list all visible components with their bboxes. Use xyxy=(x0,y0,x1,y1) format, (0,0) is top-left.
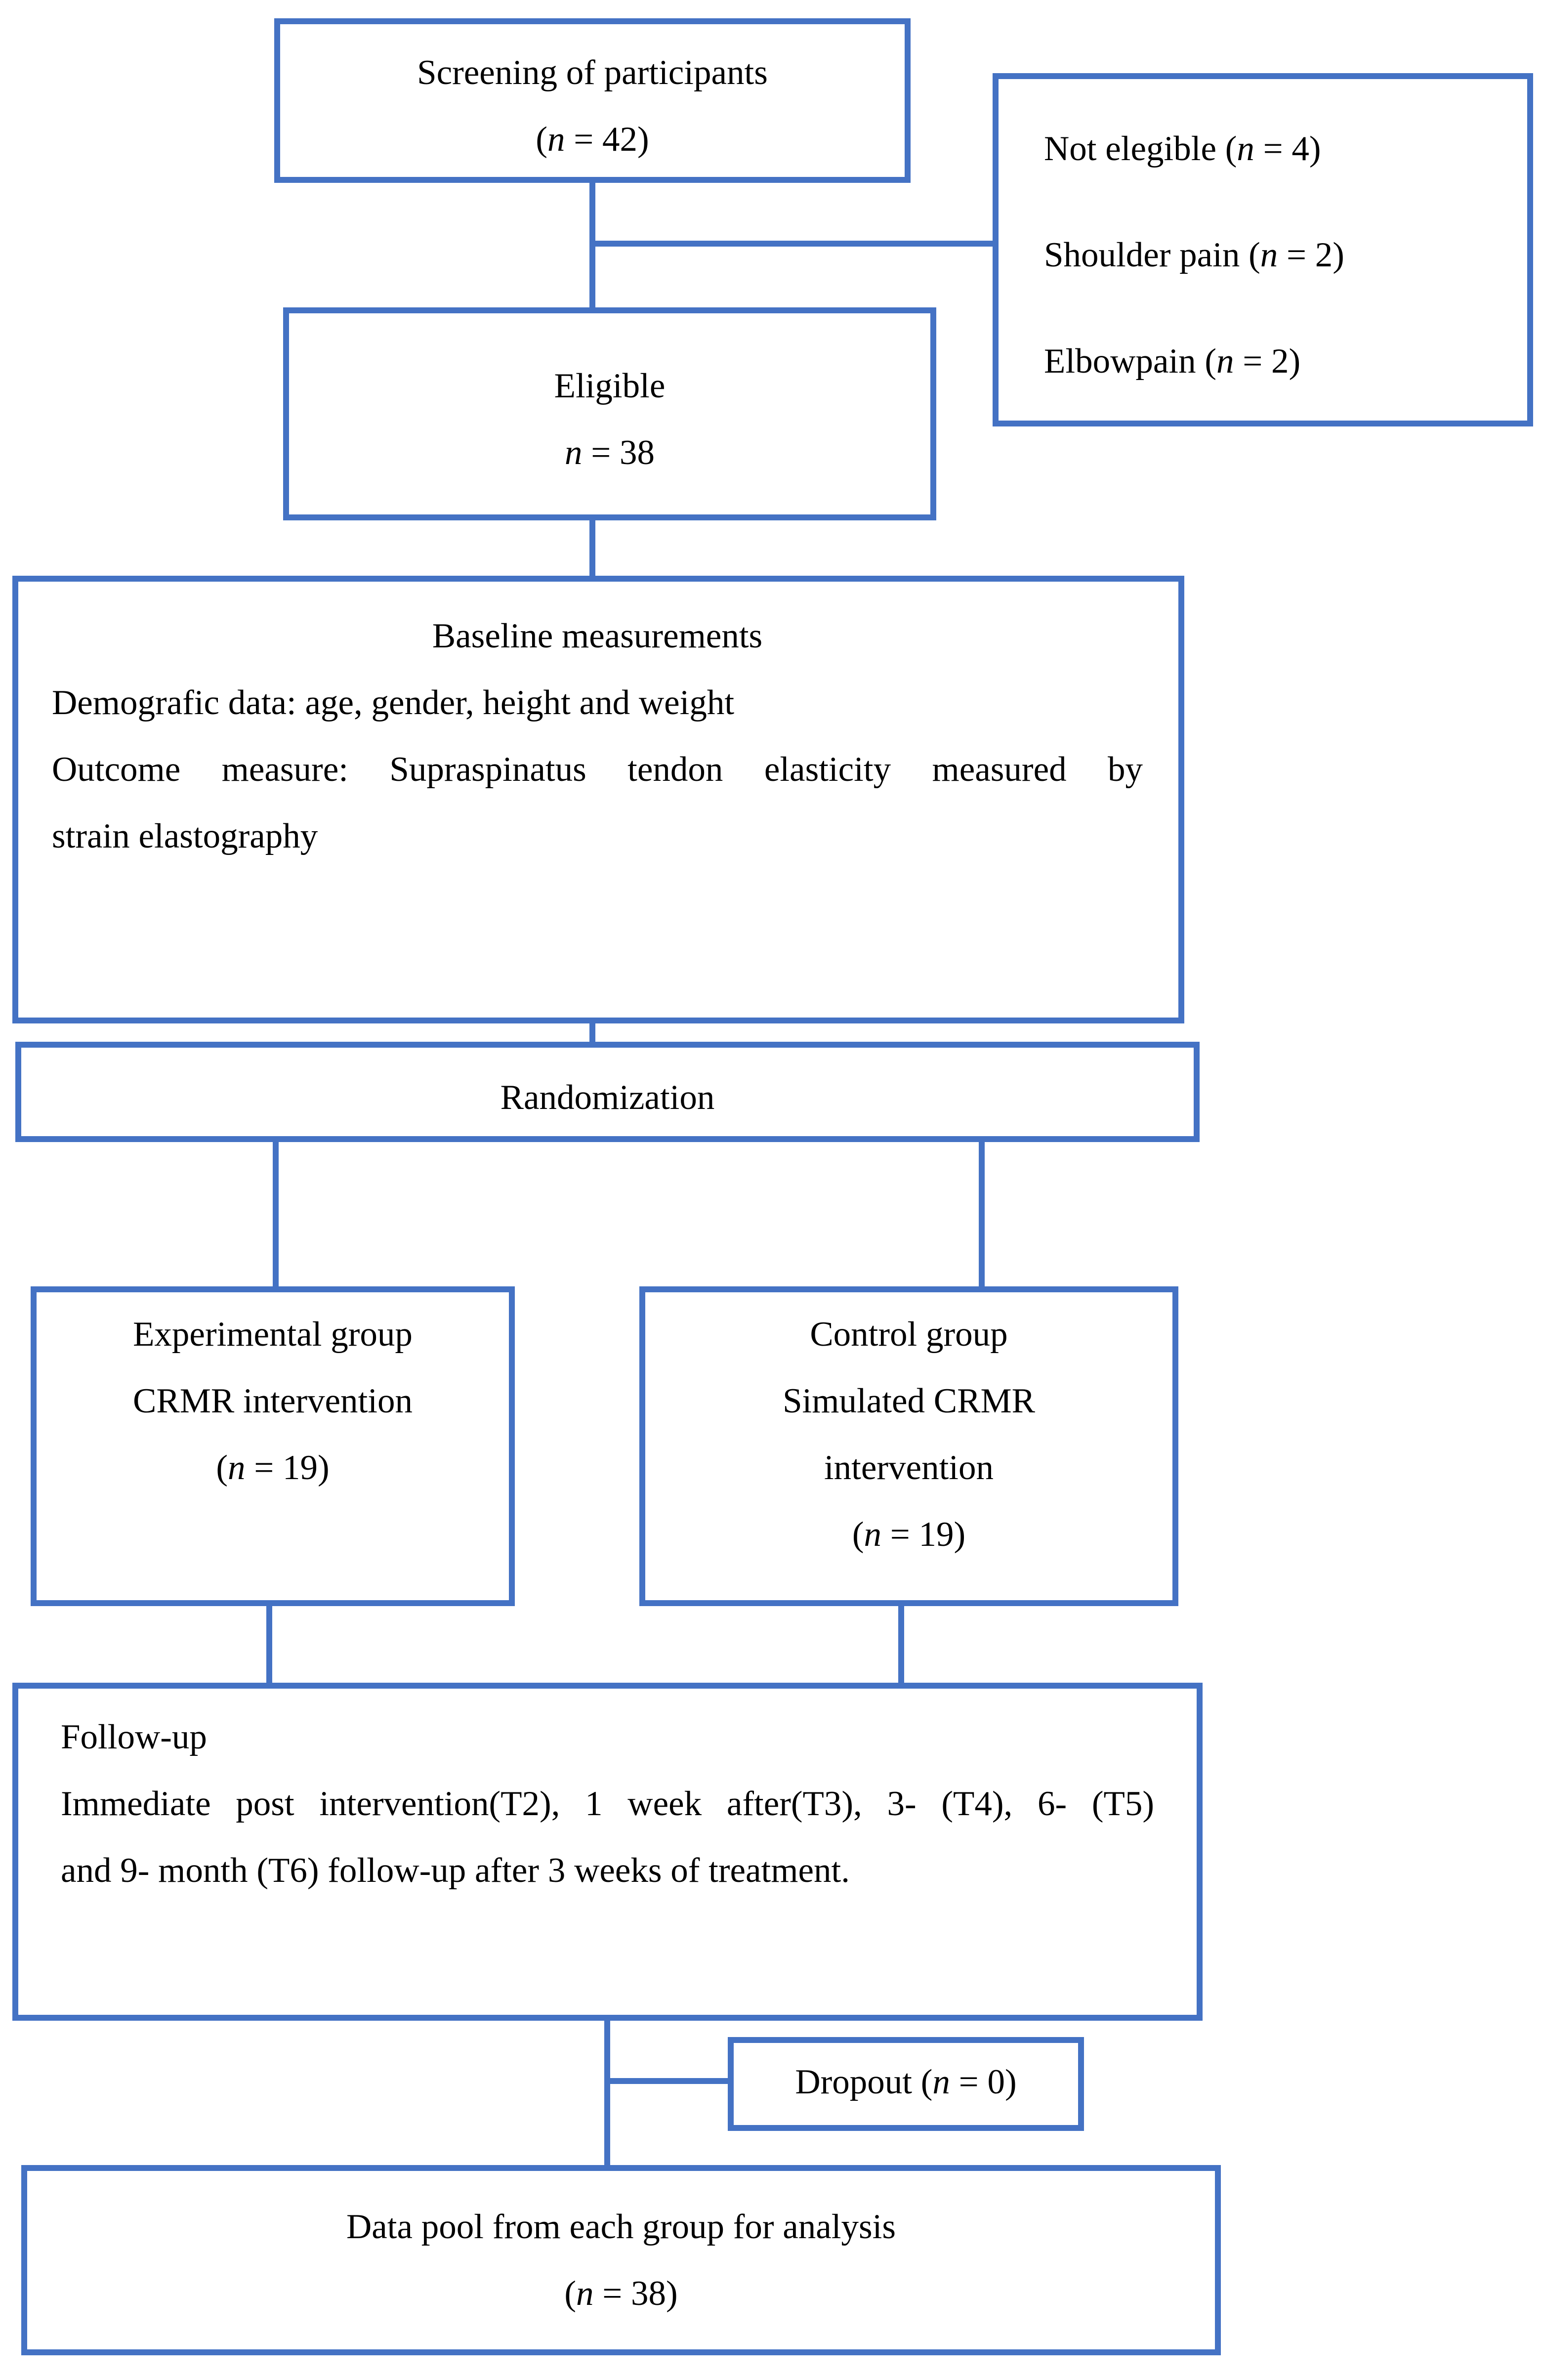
screening-box: Screening of participants (n = 42) xyxy=(274,18,911,183)
experimental-group-box: Experimental group CRMR intervention (n … xyxy=(31,1286,515,1606)
connector-follow-up-to-data-pool xyxy=(604,2021,610,2165)
crmr-intervention-line: CRMR intervention xyxy=(132,1382,413,1420)
follow-up-schedule-line: Immediate post intervention(T2), 1 week … xyxy=(61,1785,1154,1823)
control-group-box: Control group Simulated CRMR interventio… xyxy=(639,1286,1178,1606)
dropout-line: Dropout (n = 0) xyxy=(795,2063,1017,2101)
data-pool-box: Data pool from each group for analysis (… xyxy=(21,2165,1221,2355)
experimental-n: (n = 19) xyxy=(216,1448,330,1487)
randomization-box: Randomization xyxy=(15,1042,1200,1142)
not-eligible-box: Not elegible (n = 4) Shoulder pain (n = … xyxy=(993,73,1533,426)
connector-experimental-to-follow-up xyxy=(266,1606,272,1683)
eligible-n: n = 38 xyxy=(564,433,655,472)
randomization-line: Randomization xyxy=(500,1078,715,1117)
not-eligible-line: Not elegible (n = 4) xyxy=(1044,129,1321,168)
simulated-crmr-line: Simulated CRMR xyxy=(783,1382,1035,1420)
data-pool-n: (n = 38) xyxy=(564,2274,678,2313)
elbow-pain-line: Elbowpain (n = 2) xyxy=(1044,342,1301,381)
control-n: (n = 19) xyxy=(852,1515,966,1554)
eligible-box: Eligible n = 38 xyxy=(283,307,936,520)
screening-n: (n = 42) xyxy=(536,120,649,159)
baseline-outcome-line: Outcome measure: Supraspinatus tendon el… xyxy=(52,750,1143,789)
connector-baseline-to-randomization xyxy=(589,1023,595,1042)
connector-eligible-to-baseline xyxy=(589,520,595,576)
baseline-demographics-line: Demografic data: age, gender, height and… xyxy=(52,683,735,722)
connector-randomization-to-control xyxy=(979,1142,985,1286)
connector-branch-to-not-eligible xyxy=(592,241,993,247)
follow-up-box: Follow-up Immediate post intervention(T2… xyxy=(12,1683,1203,2021)
eligible-line: Eligible xyxy=(554,367,666,405)
screening-line: Screening of participants xyxy=(417,53,768,92)
follow-up-title: Follow-up xyxy=(61,1718,207,1756)
experimental-group-line: Experimental group xyxy=(133,1315,413,1354)
control-group-line: Control group xyxy=(810,1315,1008,1354)
connector-branch-to-dropout xyxy=(607,2078,728,2084)
connector-randomization-to-experimental xyxy=(273,1142,279,1286)
data-pool-line: Data pool from each group for analysis xyxy=(346,2208,896,2246)
baseline-elastography-line: strain elastography xyxy=(52,817,318,855)
connector-control-to-follow-up xyxy=(898,1606,904,1683)
shoulder-pain-line: Shoulder pain (n = 2) xyxy=(1044,236,1344,274)
baseline-title: Baseline measurements xyxy=(432,617,763,655)
intervention-line: intervention xyxy=(824,1448,994,1487)
baseline-box: Baseline measurements Demografic data: a… xyxy=(12,576,1184,1023)
dropout-box: Dropout (n = 0) xyxy=(728,2037,1084,2131)
follow-up-schedule-line2: and 9- month (T6) follow-up after 3 week… xyxy=(61,1851,850,1890)
